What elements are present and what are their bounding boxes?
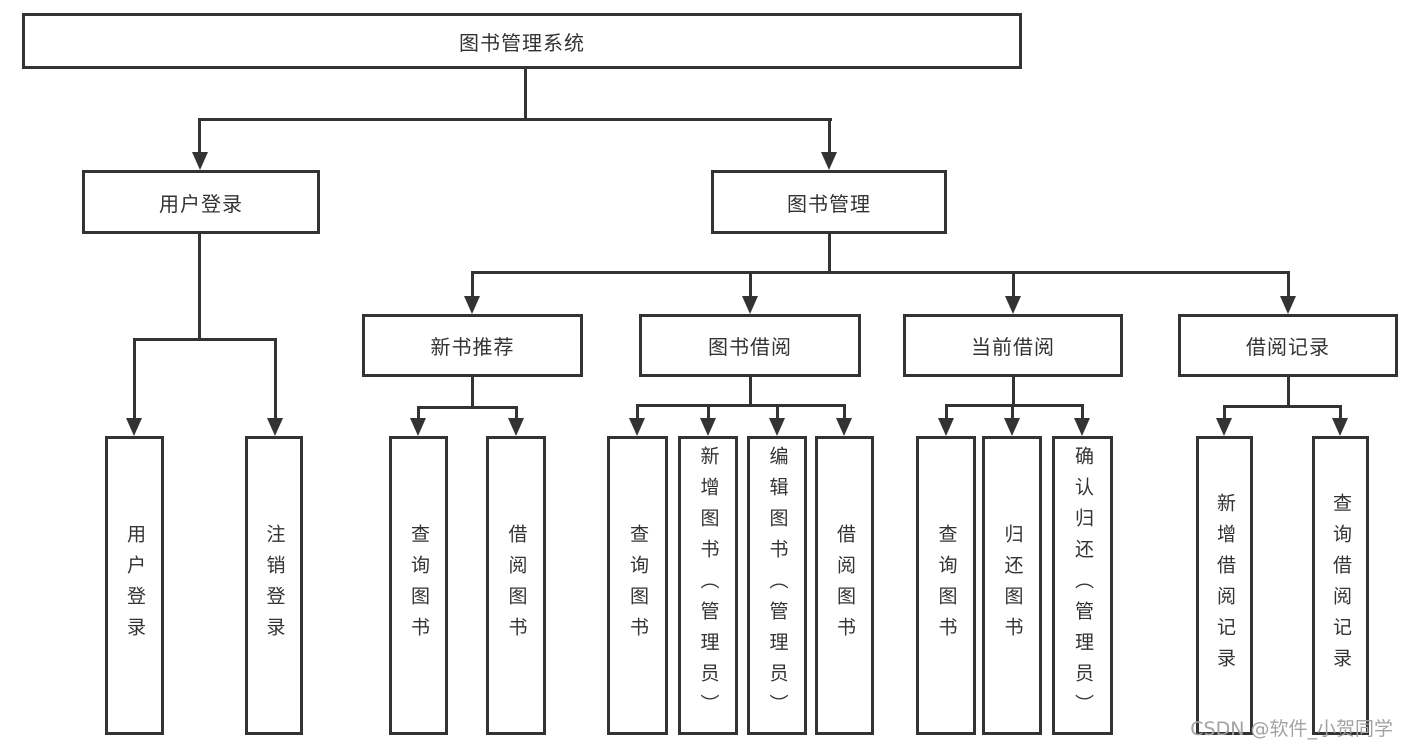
connector-drop-borrowing-records [1287, 271, 1290, 298]
node-library-system: 图书管理系统 [22, 13, 1022, 69]
csdn-watermark: CSDN @软件_小贺同学 [1190, 718, 1393, 740]
arrowhead-down-icon [1332, 418, 1348, 436]
arrowhead-down-icon [938, 418, 954, 436]
connector-root-stem [524, 69, 527, 118]
connector-borrowing-rail [636, 404, 846, 407]
arrowhead-down-icon [464, 296, 480, 314]
connector-drop-new-book-recommendation [471, 271, 474, 298]
node-current-borrowing-label: 当前借阅 [971, 335, 1055, 359]
arrowhead-down-icon [1280, 296, 1296, 314]
leaf-logout-label: 注销登录 [263, 523, 286, 648]
leaf-query-books-borrowing-label: 查询图书 [627, 523, 649, 648]
connector-records-rail [1223, 405, 1342, 408]
node-user-login: 用户登录 [82, 170, 320, 234]
arrowhead-down-icon [1005, 296, 1021, 314]
leaf-logout: 注销登录 [245, 436, 303, 735]
connector-drop-confirm-return-admin [1081, 404, 1084, 420]
connector-level3-rail [471, 271, 1290, 274]
connector-records-stem [1287, 377, 1290, 405]
leaf-confirm-return-admin: 确认归还（管理员） [1052, 436, 1113, 735]
connector-drop-query-books-current [945, 404, 948, 420]
leaf-borrow-books-recommend-label: 借阅图书 [505, 523, 528, 648]
arrowhead-down-icon [126, 418, 142, 436]
connector-drop-leaf-user-login [133, 338, 136, 420]
leaf-query-books-recommend-label: 查询图书 [408, 523, 430, 648]
leaf-user-login-label: 用户登录 [124, 523, 146, 648]
connector-recommend-rail [417, 406, 518, 409]
arrowhead-down-icon [769, 418, 785, 436]
leaf-add-borrow-record-label: 新增借阅记录 [1214, 492, 1236, 679]
arrowhead-down-icon [836, 418, 852, 436]
leaf-query-books-recommend: 查询图书 [389, 436, 448, 735]
arrowhead-down-icon [267, 418, 283, 436]
connector-drop-query-books-borrowing [636, 404, 639, 420]
node-new-book-recommendation: 新书推荐 [362, 314, 583, 377]
leaf-query-books-borrowing: 查询图书 [607, 436, 668, 735]
leaf-edit-books-admin: 编辑图书（管理员） [747, 436, 807, 735]
leaf-query-borrow-record: 查询借阅记录 [1312, 436, 1369, 735]
arrowhead-down-icon [192, 152, 208, 170]
leaf-add-books-admin: 新增图书（管理员） [678, 436, 738, 735]
node-borrowing-records: 借阅记录 [1178, 314, 1398, 377]
connector-user-login-rail [133, 338, 277, 341]
leaf-add-borrow-record: 新增借阅记录 [1196, 436, 1253, 735]
node-book-borrowing: 图书借阅 [639, 314, 861, 377]
connector-borrowing-stem [749, 377, 752, 404]
node-new-book-recommendation-label: 新书推荐 [430, 335, 515, 359]
connector-current-rail [945, 404, 1084, 407]
connector-drop-add-books-admin [707, 404, 710, 420]
leaf-user-login: 用户登录 [105, 436, 164, 735]
node-user-login-label: 用户登录 [159, 191, 243, 216]
leaf-add-books-admin-label: 新增图书（管理员） [697, 446, 720, 725]
connector-drop-edit-books-admin [776, 404, 779, 420]
leaf-query-borrow-record-label: 查询借阅记录 [1330, 492, 1352, 679]
connector-drop-return-books [1011, 404, 1014, 420]
node-book-management: 图书管理 [711, 170, 947, 234]
connector-drop-query-borrow-record [1339, 405, 1342, 420]
leaf-borrow-books-borrowing: 借阅图书 [815, 436, 874, 735]
leaf-confirm-return-admin-label: 确认归还（管理员） [1072, 446, 1094, 725]
leaf-borrow-books-borrowing-label: 借阅图书 [834, 523, 856, 648]
leaf-return-books: 归还图书 [982, 436, 1042, 735]
connector-current-stem [1012, 377, 1015, 404]
node-book-management-label: 图书管理 [787, 191, 871, 216]
connector-drop-book-management [828, 118, 831, 154]
arrowhead-down-icon [742, 296, 758, 314]
node-borrowing-records-label: 借阅记录 [1246, 335, 1330, 359]
connector-drop-borrow-books-recommend [515, 406, 518, 420]
arrowhead-down-icon [1216, 418, 1232, 436]
connector-drop-user-login [198, 118, 201, 154]
arrowhead-down-icon [1004, 418, 1020, 436]
arrowhead-down-icon [1074, 418, 1090, 436]
connector-drop-query-books-recommend [417, 406, 420, 420]
connector-recommend-stem [471, 377, 474, 406]
arrowhead-down-icon [629, 418, 645, 436]
leaf-edit-books-admin-label: 编辑图书（管理员） [766, 446, 789, 725]
arrowhead-down-icon [508, 418, 524, 436]
connector-book-management-stem [828, 234, 831, 271]
leaf-query-books-current-label: 查询图书 [935, 523, 958, 648]
connector-drop-borrow-books-borrowing [843, 404, 846, 420]
arrowhead-down-icon [700, 418, 716, 436]
connector-level2-rail [199, 118, 832, 121]
connector-drop-book-borrowing [749, 271, 752, 298]
connector-user-login-stem [198, 234, 201, 338]
node-book-borrowing-label: 图书借阅 [708, 335, 792, 359]
leaf-borrow-books-recommend: 借阅图书 [486, 436, 546, 735]
arrowhead-down-icon [410, 418, 426, 436]
leaf-query-books-current: 查询图书 [916, 436, 976, 735]
node-library-system-label: 图书管理系统 [459, 30, 585, 55]
connector-drop-add-borrow-record [1223, 405, 1226, 420]
leaf-return-books-label: 归还图书 [1001, 523, 1024, 648]
node-current-borrowing: 当前借阅 [903, 314, 1123, 377]
arrowhead-down-icon [821, 152, 837, 170]
connector-drop-leaf-logout [274, 338, 277, 420]
connector-drop-current-borrowing [1012, 271, 1015, 298]
